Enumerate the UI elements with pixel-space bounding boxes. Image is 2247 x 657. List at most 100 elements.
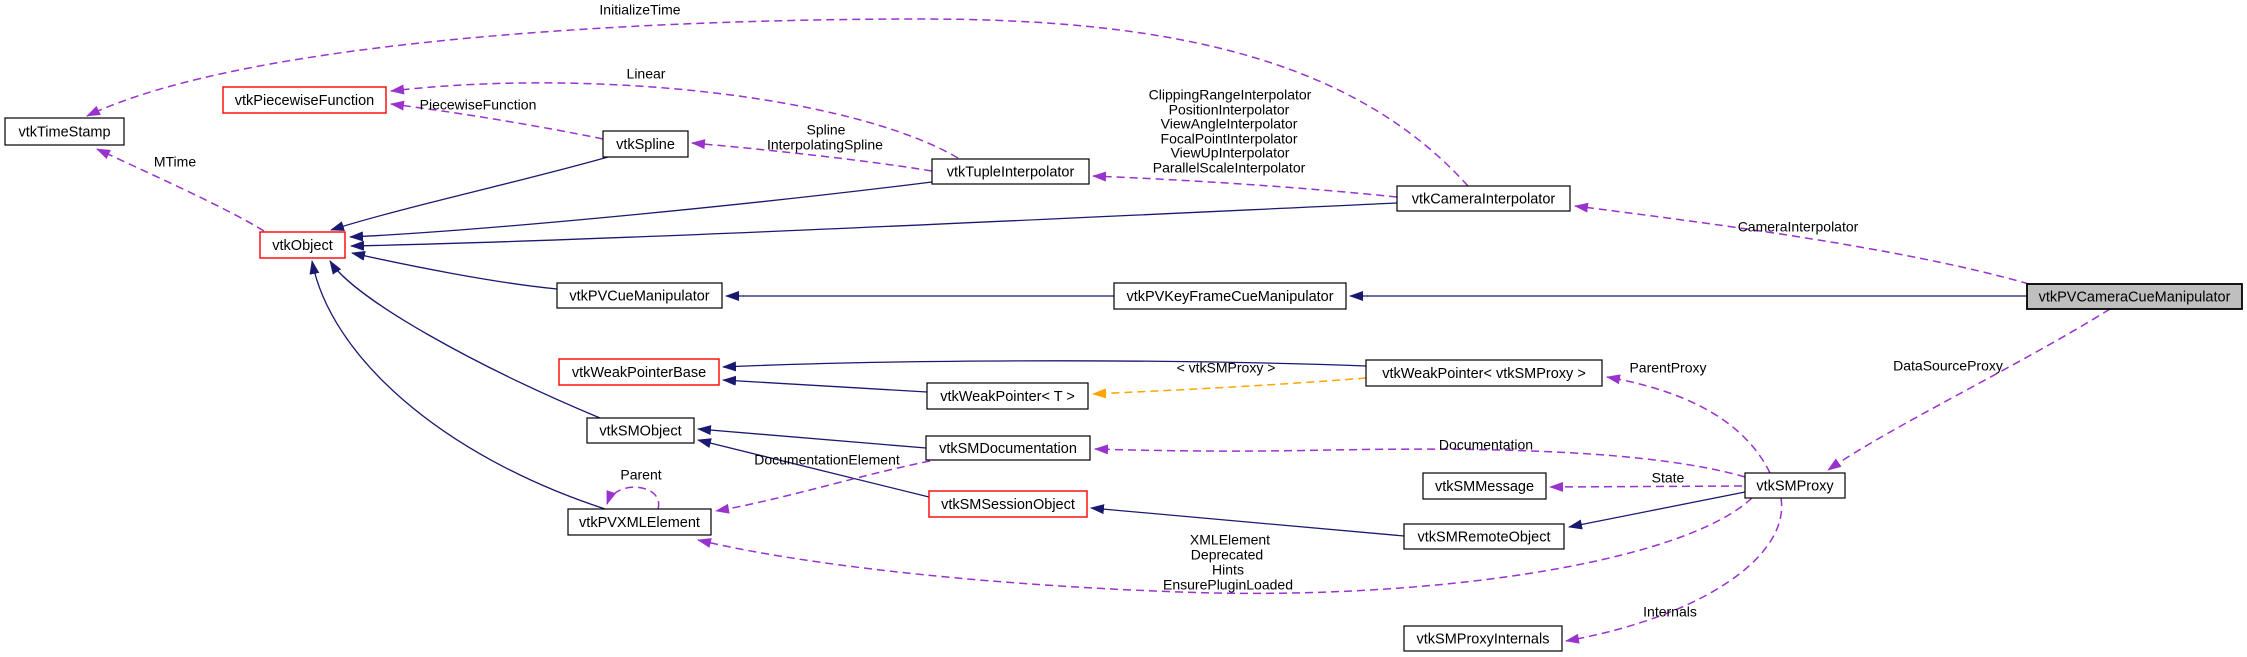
edge-label-camera-to-tuple-interpolators-0: ClippingRangeInterpolator <box>1149 87 1312 103</box>
node-box-vtkTimeStamp[interactable] <box>4 117 125 146</box>
node-box-vtkSMDocumentation[interactable] <box>925 435 1091 461</box>
node-box-vtkSMSessionObject[interactable] <box>928 490 1088 518</box>
edge-camera-to-tuple-interpolators <box>1092 171 1398 198</box>
node-box-vtkPiecewiseFunction[interactable] <box>222 86 387 114</box>
node-vtkObject[interactable]: vtkObject <box>259 231 346 259</box>
node-vtkPVXMLElement[interactable]: vtkPVXMLElement <box>567 508 712 536</box>
node-label-vtkSpline: vtkSpline <box>616 137 675 153</box>
node-box-vtkSMProxy[interactable] <box>1744 472 1846 499</box>
node-box-vtkWeakPointerT[interactable] <box>926 382 1089 410</box>
node-label-vtkSMMessage: vtkSMMessage <box>1435 479 1534 495</box>
edge-label-documentation-0: Documentation <box>1439 437 1533 453</box>
edge-data-source-proxy <box>1827 308 2111 471</box>
edge-label-spline-interpolating-spline-0: Spline <box>807 122 846 138</box>
edge-template-instantiation <box>1092 377 1367 399</box>
node-vtkSMDocumentation[interactable]: vtkSMDocumentation <box>925 435 1091 461</box>
edge-vtkSMProxy-to-vtkSMRemoteObject <box>1568 491 1746 530</box>
edge-label-documentation-element-0: DocumentationElement <box>754 452 900 468</box>
node-vtkSMObject[interactable]: vtkSMObject <box>586 417 695 444</box>
edge-internals <box>1565 497 1783 644</box>
edge-vtkPVCueManipulator-to-vtkObject <box>351 250 558 290</box>
node-label-vtkObject: vtkObject <box>272 238 332 254</box>
node-vtkWeakPointerT[interactable]: vtkWeakPointer< T > <box>926 382 1089 410</box>
edge-vtkWeakPointerT-to-vtkWeakPointerBase <box>722 375 928 393</box>
node-box-vtkSMObject[interactable] <box>586 417 695 444</box>
edge-vtkCameraInterpolator-to-vtkObject <box>350 202 1398 251</box>
node-vtkWeakPointerBase[interactable]: vtkWeakPointerBase <box>558 358 720 386</box>
edge-vtkPVXMLElement-to-vtkObject <box>309 260 606 510</box>
edge-parent-proxy <box>1606 374 1771 474</box>
node-box-vtkWeakPointerSMProxy[interactable] <box>1365 359 1603 387</box>
edge-label-template-instantiation-0: < vtkSMProxy > <box>1177 360 1276 376</box>
node-box-vtkPVKeyFrameCueManipulator[interactable] <box>1113 282 1347 310</box>
node-vtkPiecewiseFunction[interactable]: vtkPiecewiseFunction <box>222 86 387 114</box>
node-vtkTupleInterpolator[interactable]: vtkTupleInterpolator <box>931 158 1090 185</box>
edges-layer <box>86 18 2111 644</box>
node-label-vtkWeakPointerT: vtkWeakPointer< T > <box>940 389 1075 405</box>
node-label-vtkCameraInterpolator: vtkCameraInterpolator <box>1412 191 1556 207</box>
node-label-vtkSMProxy: vtkSMProxy <box>1756 478 1834 494</box>
node-vtkCameraInterpolator[interactable]: vtkCameraInterpolator <box>1396 185 1571 212</box>
edge-label-camera-to-tuple-interpolators-3: FocalPointInterpolator <box>1161 131 1298 147</box>
edge-vtkSpline-to-vtkObject <box>330 156 609 231</box>
node-label-vtkSMRemoteObject: vtkSMRemoteObject <box>1418 529 1551 545</box>
node-box-vtkSMProxyInternals[interactable] <box>1403 625 1563 652</box>
node-vtkSMSessionObject[interactable]: vtkSMSessionObject <box>928 490 1088 518</box>
node-label-vtkSMProxyInternals: vtkSMProxyInternals <box>1417 631 1550 647</box>
edge-state <box>1549 481 1743 492</box>
edge-label-camera-to-tuple-interpolators-5: ParallelScaleInterpolator <box>1153 160 1306 176</box>
edge-labels-layer: InitializeTimeMTimeLinearPiecewiseFuncti… <box>154 2 2003 620</box>
node-vtkWeakPointerSMProxy[interactable]: vtkWeakPointer< vtkSMProxy > <box>1365 359 1603 387</box>
edge-camera-interpolator <box>1574 202 2030 285</box>
node-vtkSMProxy[interactable]: vtkSMProxy <box>1744 472 1846 499</box>
node-box-vtkObject[interactable] <box>259 231 346 259</box>
node-vtkSpline[interactable]: vtkSpline <box>602 130 689 158</box>
edge-label-mtime-0: MTime <box>154 154 196 170</box>
node-label-vtkTupleInterpolator: vtkTupleInterpolator <box>947 164 1075 180</box>
edge-mtime <box>96 148 265 232</box>
edge-parent-self-loop <box>606 486 660 510</box>
node-box-vtkSpline[interactable] <box>602 130 689 158</box>
node-box-vtkCameraInterpolator[interactable] <box>1396 185 1571 212</box>
node-vtkTimeStamp[interactable]: vtkTimeStamp <box>4 117 125 146</box>
node-vtkPVKeyFrameCueManipulator[interactable]: vtkPVKeyFrameCueManipulator <box>1113 282 1347 310</box>
node-label-vtkPVCueManipulator: vtkPVCueManipulator <box>569 288 709 304</box>
node-box-vtkPVCueManipulator[interactable] <box>556 282 723 309</box>
edge-label-camera-interpolator-0: CameraInterpolator <box>1738 219 1859 235</box>
edge-label-camera-to-tuple-interpolators-4: ViewUpInterpolator <box>1171 145 1290 161</box>
node-box-vtkPVXMLElement[interactable] <box>567 508 712 536</box>
edge-label-xml-element-group-0: XMLElement <box>1190 532 1270 548</box>
node-label-vtkPVXMLElement: vtkPVXMLElement <box>579 515 700 531</box>
node-label-vtkWeakPointerBase: vtkWeakPointerBase <box>572 365 706 381</box>
node-vtkSMProxyInternals[interactable]: vtkSMProxyInternals <box>1403 625 1563 652</box>
node-vtkSMMessage[interactable]: vtkSMMessage <box>1422 472 1547 500</box>
node-label-vtkSMObject: vtkSMObject <box>599 423 681 439</box>
edge-label-initialize-time-0: InitializeTime <box>599 2 680 18</box>
edge-vtkSMRemoteObject-to-vtkSMSessionObject <box>1090 504 1405 537</box>
edge-xml-element-group <box>697 497 1753 595</box>
nodes-layer: vtkTimeStamp vtkPiecewiseFunction vtkSplin… <box>4 86 2243 652</box>
edge-label-internals-0: Internals <box>1643 604 1697 620</box>
node-label-vtkPiecewiseFunction: vtkPiecewiseFunction <box>235 93 374 109</box>
edge-label-xml-element-group-2: Hints <box>1212 562 1244 578</box>
edge-label-state-0: State <box>1652 470 1685 486</box>
node-box-vtkSMRemoteObject[interactable] <box>1403 523 1565 550</box>
edge-initialize-time <box>86 18 1469 187</box>
edge-vtkSMDocumentation-to-vtkSMObject <box>697 425 927 449</box>
node-vtkPVCameraCueManipulator: vtkPVCameraCueManipulator <box>2026 283 2243 310</box>
node-box-vtkTupleInterpolator[interactable] <box>931 158 1090 185</box>
node-label-vtkPVCameraCueManipulator: vtkPVCameraCueManipulator <box>2039 289 2231 305</box>
edge-spline-interpolating-spline <box>691 139 933 172</box>
edge-label-piecewise-function-0: PiecewiseFunction <box>420 97 537 113</box>
node-box-vtkWeakPointerBase[interactable] <box>558 358 720 386</box>
node-box-vtkSMMessage[interactable] <box>1422 472 1547 500</box>
edge-label-xml-element-group-1: Deprecated <box>1191 547 1263 563</box>
node-vtkSMRemoteObject[interactable]: vtkSMRemoteObject <box>1403 523 1565 550</box>
edge-linear <box>390 82 959 159</box>
node-box-vtkPVCameraCueManipulator <box>2026 283 2243 310</box>
edge-label-spline-interpolating-spline-1: InterpolatingSpline <box>767 137 883 153</box>
node-vtkPVCueManipulator[interactable]: vtkPVCueManipulator <box>556 282 723 309</box>
node-label-vtkSMSessionObject: vtkSMSessionObject <box>941 497 1075 513</box>
